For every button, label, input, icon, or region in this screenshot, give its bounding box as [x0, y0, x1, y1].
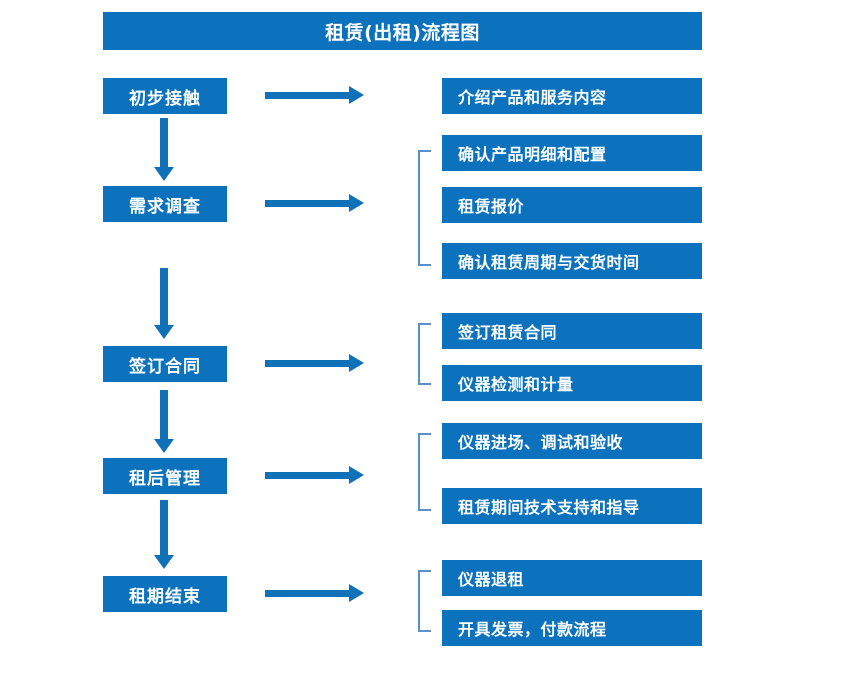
- detail-box-2-3[interactable]: 确认租赁周期与交货时间: [442, 243, 702, 279]
- stage-box-2[interactable]: 需求调查: [103, 186, 227, 222]
- flow-arrow-down-4: [154, 500, 174, 569]
- flow-arrow-down-2: [154, 268, 174, 339]
- bracket-connector-5: [418, 570, 431, 632]
- detail-box-5-1[interactable]: 仪器退租: [442, 560, 702, 596]
- branch-arrow-right-2: [265, 194, 364, 212]
- detail-box-1-1[interactable]: 介绍产品和服务内容: [442, 78, 702, 114]
- detail-box-3-1[interactable]: 签订租赁合同: [442, 313, 702, 349]
- flow-arrow-down-1: [154, 118, 174, 181]
- branch-arrow-right-4: [265, 466, 364, 484]
- stage-box-5[interactable]: 租期结束: [103, 576, 227, 612]
- bracket-connector-2: [418, 150, 431, 266]
- detail-box-3-2[interactable]: 仪器检测和计量: [442, 365, 702, 401]
- flow-arrow-down-3: [154, 390, 174, 453]
- branch-arrow-right-1: [265, 86, 364, 104]
- detail-box-4-1[interactable]: 仪器进场、调试和验收: [442, 423, 702, 459]
- detail-box-2-1[interactable]: 确认产品明细和配置: [442, 135, 702, 171]
- stage-box-1[interactable]: 初步接触: [103, 78, 227, 114]
- bracket-connector-3: [418, 323, 431, 385]
- bracket-connector-4: [418, 433, 431, 511]
- detail-box-5-2[interactable]: 开具发票，付款流程: [442, 610, 702, 646]
- diagram-title: 租赁(出租)流程图: [103, 12, 702, 50]
- branch-arrow-right-5: [265, 584, 364, 602]
- stage-box-3[interactable]: 签订合同: [103, 346, 227, 382]
- branch-arrow-right-3: [265, 354, 364, 372]
- detail-box-4-2[interactable]: 租赁期间技术支持和指导: [442, 488, 702, 524]
- detail-box-2-2[interactable]: 租赁报价: [442, 187, 702, 223]
- stage-box-4[interactable]: 租后管理: [103, 458, 227, 494]
